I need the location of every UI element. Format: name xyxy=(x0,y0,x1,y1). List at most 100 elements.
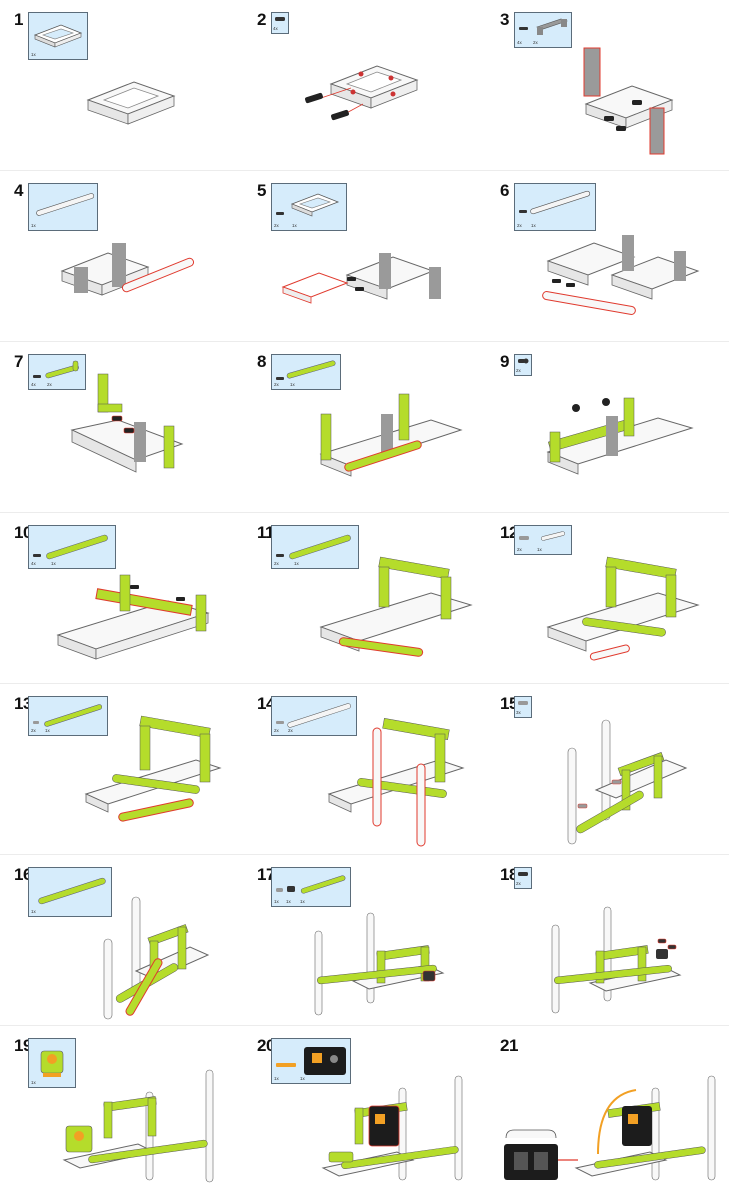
parts-box: 2x 1x xyxy=(514,183,596,231)
step-16: 16 1x xyxy=(0,855,243,1026)
step-4: 4 1x xyxy=(0,171,243,342)
beam-part-icon xyxy=(33,704,103,727)
parts-box: 2x 2x xyxy=(271,696,357,736)
assembly-illustration xyxy=(551,906,682,1014)
step-13: 13 2x 1x xyxy=(0,684,243,855)
quantity-label: 1x xyxy=(286,899,291,904)
parts-box: 2x 1x xyxy=(271,354,341,390)
quantity-label: 4x xyxy=(31,382,36,387)
assembly-illustration xyxy=(542,235,700,315)
pin-part-icon xyxy=(518,701,528,705)
frame-part-icon xyxy=(33,24,83,48)
step-12: 12 2x 1x xyxy=(486,513,729,684)
parts-box: 4x xyxy=(271,12,289,34)
step-17: 17 1x 1x 1x xyxy=(243,855,486,1026)
step-number: 21 xyxy=(500,1036,518,1055)
assembly-illustration xyxy=(60,243,195,296)
assembly-illustration xyxy=(546,556,700,661)
quantity-label: 2x xyxy=(516,881,521,886)
step-6: 6 2x 1x xyxy=(486,171,729,342)
quantity-label: 1x xyxy=(45,728,50,733)
quantity-label: 1x xyxy=(51,561,56,566)
step-number: 18 xyxy=(500,865,518,884)
servo-part-icon xyxy=(40,1050,64,1077)
step-number: 1 xyxy=(14,10,23,29)
beam-part-icon xyxy=(276,534,351,560)
assembly-illustration xyxy=(504,1075,716,1181)
frame-part-icon xyxy=(276,193,340,217)
step-3: 3 4x 2x xyxy=(486,0,729,171)
step-number: 9 xyxy=(500,352,509,371)
quantity-label: 1x xyxy=(294,561,299,566)
step-15: 15 3x xyxy=(486,684,729,855)
quantity-label: 4x xyxy=(273,26,278,31)
assembly-illustration xyxy=(319,556,473,657)
microbit-part-icon xyxy=(276,1047,346,1075)
step-number: 11 xyxy=(257,523,274,542)
assembly-illustration xyxy=(546,397,694,475)
step-5: 5 2x 1x xyxy=(243,171,486,342)
parts-box: 2x 1x xyxy=(28,696,108,736)
lbeam-part-icon xyxy=(33,360,79,379)
assembly-illustration xyxy=(86,81,176,125)
assembly-illustration xyxy=(327,718,465,847)
quantity-label: 1x xyxy=(300,1076,305,1081)
pin-part-icon xyxy=(518,872,528,876)
parts-box: 2x 1x xyxy=(514,525,572,555)
step-20: 20 1x 1x xyxy=(243,1026,486,1197)
quantity-label: 1x xyxy=(31,1080,36,1085)
step-number: 13 xyxy=(14,694,32,713)
parts-box: 1x 1x 1x xyxy=(271,867,351,907)
quantity-label: 2x xyxy=(47,382,52,387)
beam-part-icon xyxy=(519,190,591,215)
quantity-label: 2x xyxy=(274,728,279,733)
quantity-label: 2x xyxy=(274,561,279,566)
pin-part-icon xyxy=(518,358,529,364)
quantity-label: 2x xyxy=(274,382,279,387)
step-number: 10 xyxy=(14,523,32,542)
assembly-illustration xyxy=(319,393,463,477)
quantity-label: 1x xyxy=(537,547,542,552)
assembly-illustration xyxy=(84,715,222,822)
step-18: 18 2x xyxy=(486,855,729,1026)
assembly-illustration xyxy=(281,253,441,304)
beam-part-icon xyxy=(276,360,336,380)
parts-box: 2x xyxy=(514,354,532,376)
quantity-label: 2x xyxy=(517,547,522,552)
step-1: 1 1x xyxy=(0,0,243,171)
assembly-illustration xyxy=(321,1075,463,1181)
parts-box: 1x xyxy=(28,867,112,917)
beam-part-icon xyxy=(276,875,346,894)
step-number: 7 xyxy=(14,352,23,371)
step-19: 19 1x xyxy=(0,1026,243,1197)
quantity-label: 2x xyxy=(274,223,279,228)
quantity-label: 1x xyxy=(292,223,297,228)
step-number: 8 xyxy=(257,352,266,371)
parts-box: 2x 1x xyxy=(271,525,359,569)
battery-box-icon xyxy=(504,1129,578,1180)
step-7: 7 4x 2x xyxy=(0,342,243,513)
parts-box: 2x 1x xyxy=(271,183,347,231)
assembly-illustration xyxy=(305,65,419,121)
parts-box: 4x 1x xyxy=(28,525,116,569)
quantity-label: 1x xyxy=(274,1076,279,1081)
step-number: 12 xyxy=(500,523,518,542)
quantity-label: 2x xyxy=(517,223,522,228)
quantity-label: 1x xyxy=(290,382,295,387)
parts-box: 4x 2x xyxy=(28,354,86,390)
step-number: 3 xyxy=(500,10,509,29)
quantity-label: 2x xyxy=(288,728,293,733)
beam-part-icon xyxy=(38,877,106,905)
quantity-label: 1x xyxy=(31,52,36,57)
assembly-illustration xyxy=(70,373,184,473)
quantity-label: 2x xyxy=(31,728,36,733)
parts-box: 1x xyxy=(28,1038,76,1088)
quantity-label: 3x xyxy=(516,710,521,715)
assembly-illustration xyxy=(103,896,210,1020)
step-number: 19 xyxy=(14,1036,32,1055)
quantity-label: 2x xyxy=(516,368,521,373)
step-10: 10 4x 1x xyxy=(0,513,243,684)
parts-box: 1x xyxy=(28,183,98,231)
beam-part-icon xyxy=(33,534,108,560)
